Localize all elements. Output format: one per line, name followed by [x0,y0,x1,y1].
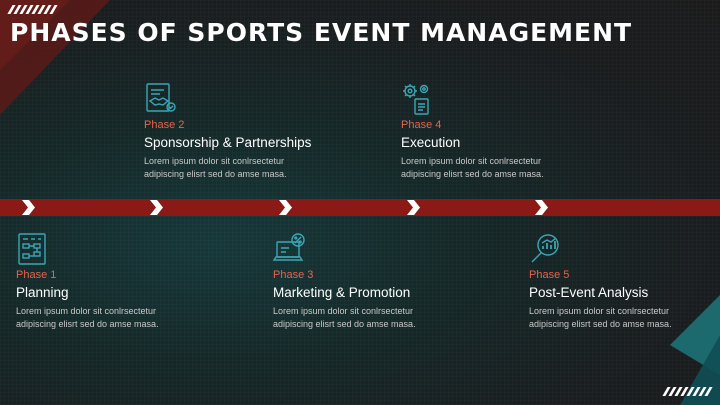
timeline-track [0,199,720,216]
chevron-right-icon [407,200,420,215]
phase-number: Phase 5 [529,269,570,281]
corner-decoration-top-left [0,0,110,115]
chevron-right-icon [22,200,35,215]
phase-description: Lorem ipsum dolor sit conlrsectetur adip… [144,156,287,179]
stripe-decoration-top [7,5,58,14]
phase-card-2: Phase 2 Sponsorship & Partnerships Lorem… [144,82,344,181]
chevron-right-icon [535,200,548,215]
chevron-right-icon [279,200,292,215]
phase-card-4: Phase 4 Execution Lorem ipsum dolor sit … [401,82,601,181]
magnifier-chart-icon [531,234,559,263]
handshake-contract-icon [146,83,176,112]
phase-name: Sponsorship & Partnerships [144,135,312,150]
phase-number: Phase 2 [144,119,185,131]
phase-name: Post-Event Analysis [529,285,649,300]
phase-card-3: Phase 3 Marketing & Promotion Lorem ipsu… [273,232,473,331]
phase-name: Execution [401,135,461,150]
phase-description: Lorem ipsum dolor sit conlrsectetur adip… [16,306,159,329]
phase-name: Planning [16,285,69,300]
chevron-right-icon [150,200,163,215]
phase-number: Phase 4 [401,119,442,131]
phase-description: Lorem ipsum dolor sit conlrsectetur adip… [401,156,544,179]
phase-card-1: Phase 1 Planning Lorem ipsum dolor sit c… [16,232,216,331]
planning-board-icon [18,233,46,265]
phase-description: Lorem ipsum dolor sit conlrsectetur adip… [529,306,672,329]
stripe-decoration-bottom [662,387,713,396]
laptop-discount-icon [273,233,305,261]
phase-card-5: Phase 5 Post-Event Analysis Lorem ipsum … [529,232,720,331]
phase-name: Marketing & Promotion [273,285,411,300]
slide-title: PHASES OF SPORTS EVENT MANAGEMENT [10,18,633,47]
gears-document-icon [403,84,429,115]
phase-description: Lorem ipsum dolor sit conlrsectetur adip… [273,306,416,329]
phase-number: Phase 3 [273,269,314,281]
phase-number: Phase 1 [16,269,57,281]
